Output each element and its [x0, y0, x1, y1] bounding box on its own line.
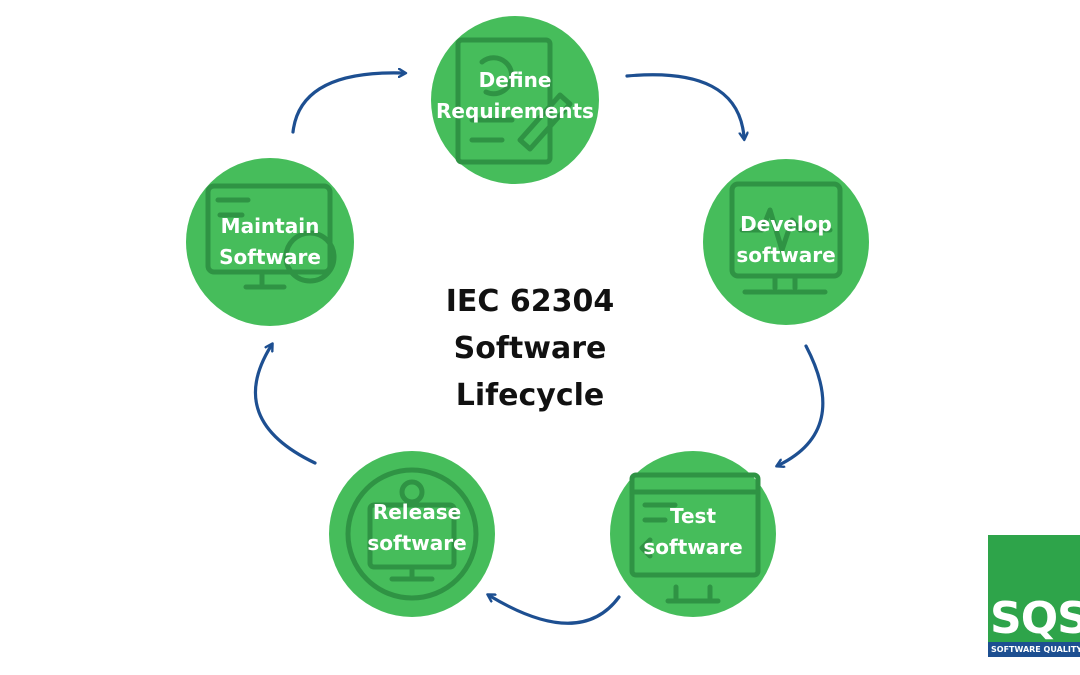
stage-label-line1: Maintain: [220, 214, 320, 238]
stage-node-release: [329, 451, 495, 617]
arrow-test-to-release: [490, 596, 621, 625]
logo-letters: SQS: [990, 593, 1080, 644]
title-line2: Software: [453, 331, 607, 366]
stage-label-release: Release software: [317, 497, 517, 559]
stage-label-develop: Develop software: [686, 209, 886, 271]
stage-node-maintain: [186, 158, 354, 326]
title-line3: Lifecycle: [455, 378, 605, 413]
stage-node-develop: [703, 159, 869, 325]
stage-label-line1: Test: [669, 504, 716, 528]
stage-label-line2: software: [643, 535, 743, 559]
stage-node-define: [431, 16, 599, 184]
arrow-release-to-maintain: [253, 346, 317, 465]
stage-label-line1: Define: [478, 68, 552, 92]
stage-node-test: [610, 451, 776, 617]
code-window-icon: [629, 472, 761, 604]
diagram-title: IEC 62304 Software Lifecycle: [380, 278, 680, 419]
stage-label-line2: software: [367, 531, 467, 555]
stage-label-line1: Release: [372, 500, 462, 524]
monitor-wrench-icon: [205, 183, 337, 290]
stage-label-line2: software: [736, 243, 836, 267]
stage-label-define: Define Requirements: [415, 65, 615, 127]
sqs-logo: SQS SOFTWARE QUALITY S: [988, 535, 1080, 657]
arrow-maintain-to-define: [291, 73, 403, 134]
stage-label-test: Test software: [593, 501, 793, 563]
document-pencil-icon: [455, 37, 573, 165]
stage-label-maintain: Maintain Software: [170, 211, 370, 273]
stage-label-line2: Requirements: [436, 99, 594, 123]
monitor-gear-icon: [345, 467, 479, 601]
title-line1: IEC 62304: [445, 284, 615, 319]
monitor-heartbeat-icon: [729, 181, 843, 295]
arrow-develop-to-test: [779, 344, 825, 465]
logo-tagline-bar: SOFTWARE QUALITY S: [988, 642, 1080, 657]
stage-label-line1: Develop: [740, 212, 832, 236]
arrow-define-to-develop: [625, 73, 744, 137]
stage-label-line2: Software: [219, 245, 321, 269]
logo-tagline: SOFTWARE QUALITY S: [991, 645, 1080, 654]
logo-green-block: [988, 535, 1080, 642]
